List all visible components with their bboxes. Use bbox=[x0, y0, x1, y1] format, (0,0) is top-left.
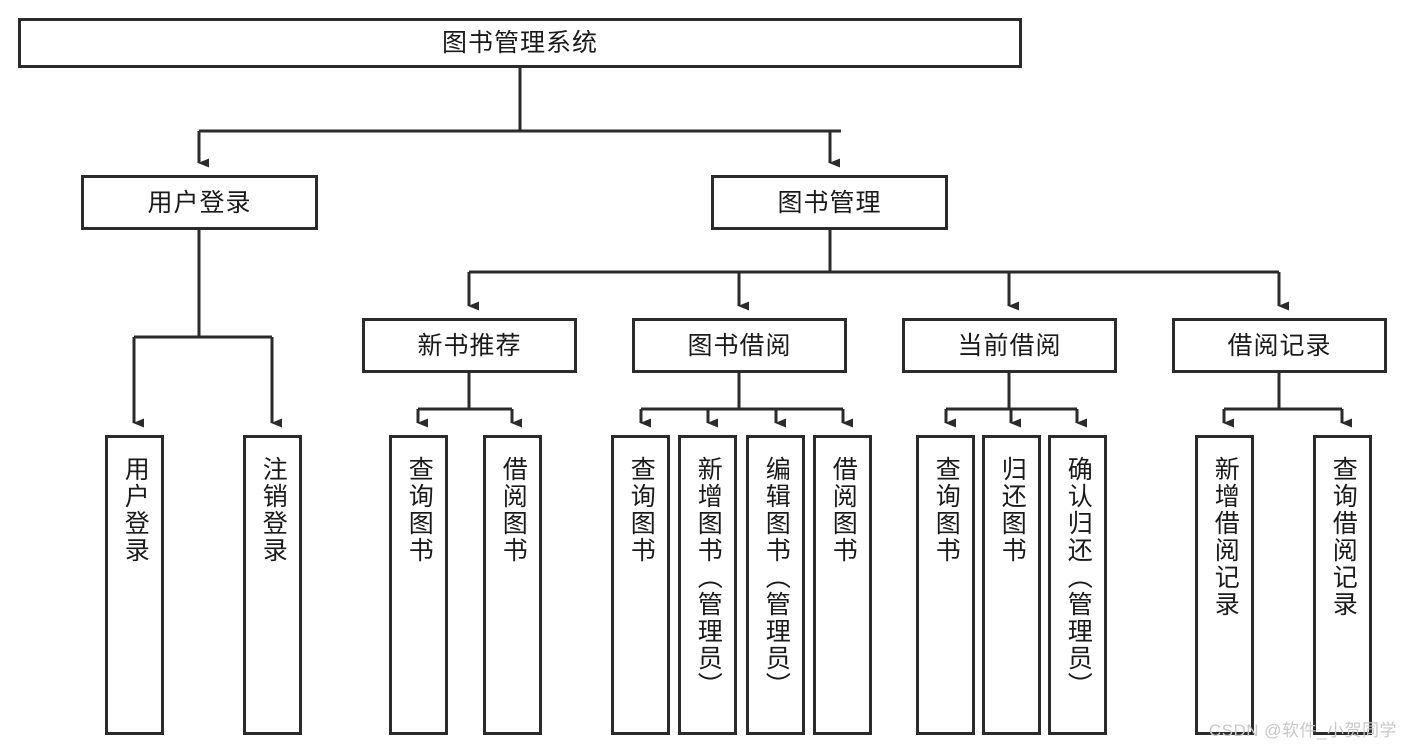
leaf-user-login-logout[interactable]: 注销登录 bbox=[243, 435, 302, 735]
node-book-management[interactable]: 图书管理 bbox=[711, 175, 948, 230]
node-label: 图书管理 bbox=[777, 188, 882, 217]
node-borrow-record[interactable]: 借阅记录 bbox=[1172, 318, 1387, 373]
leaf-label: 归还图书 bbox=[998, 456, 1027, 564]
leaf-label: 用户登录 bbox=[121, 456, 150, 564]
leaf-new-book-query-book[interactable]: 查询图书 bbox=[389, 435, 448, 735]
leaf-user-login-login[interactable]: 用户登录 bbox=[105, 435, 164, 735]
node-label: 图书借阅 bbox=[687, 331, 792, 360]
leaf-label: 确认归还（管理员） bbox=[1064, 456, 1093, 699]
node-label: 图书管理系统 bbox=[441, 29, 598, 57]
leaf-label: 新增图书（管理员） bbox=[694, 456, 723, 699]
leaf-label: 编辑图书（管理员） bbox=[762, 456, 791, 699]
leaf-book-borrow-query-book[interactable]: 查询图书 bbox=[611, 435, 670, 735]
leaf-label: 查询借阅记录 bbox=[1329, 456, 1358, 618]
leaf-label: 注销登录 bbox=[259, 456, 288, 564]
node-book-borrow[interactable]: 图书借阅 bbox=[632, 318, 847, 373]
node-new-book-recommend[interactable]: 新书推荐 bbox=[362, 318, 577, 373]
leaf-new-book-borrow-book[interactable]: 借阅图书 bbox=[483, 435, 542, 735]
leaf-label: 借阅图书 bbox=[829, 456, 858, 564]
leaf-label: 查询图书 bbox=[932, 456, 961, 564]
leaf-label: 查询图书 bbox=[405, 456, 434, 564]
leaf-borrow-record-add-record[interactable]: 新增借阅记录 bbox=[1195, 435, 1254, 735]
leaf-book-borrow-borrow-book[interactable]: 借阅图书 bbox=[813, 435, 872, 735]
leaf-current-borrow-return-book[interactable]: 归还图书 bbox=[982, 435, 1041, 735]
node-current-borrow[interactable]: 当前借阅 bbox=[902, 318, 1117, 373]
leaf-current-borrow-query-book[interactable]: 查询图书 bbox=[916, 435, 975, 735]
leaf-label: 借阅图书 bbox=[499, 456, 528, 564]
leaf-label: 查询图书 bbox=[627, 456, 656, 564]
node-label: 用户登录 bbox=[147, 188, 252, 217]
watermark: CSDN @软件_小贺同学 bbox=[1208, 721, 1397, 740]
leaf-label: 新增借阅记录 bbox=[1211, 456, 1240, 618]
node-user-login[interactable]: 用户登录 bbox=[81, 175, 318, 230]
leaf-book-borrow-edit-book-admin[interactable]: 编辑图书（管理员） bbox=[746, 435, 805, 735]
node-label: 新书推荐 bbox=[417, 331, 522, 360]
leaf-book-borrow-add-book-admin[interactable]: 新增图书（管理员） bbox=[678, 435, 737, 735]
node-label: 当前借阅 bbox=[957, 331, 1062, 360]
node-label: 借阅记录 bbox=[1227, 331, 1332, 360]
leaf-current-borrow-confirm-return-admin[interactable]: 确认归还（管理员） bbox=[1048, 435, 1107, 735]
leaf-borrow-record-query-record[interactable]: 查询借阅记录 bbox=[1313, 435, 1372, 735]
node-root-book-management-system[interactable]: 图书管理系统 bbox=[18, 18, 1022, 68]
